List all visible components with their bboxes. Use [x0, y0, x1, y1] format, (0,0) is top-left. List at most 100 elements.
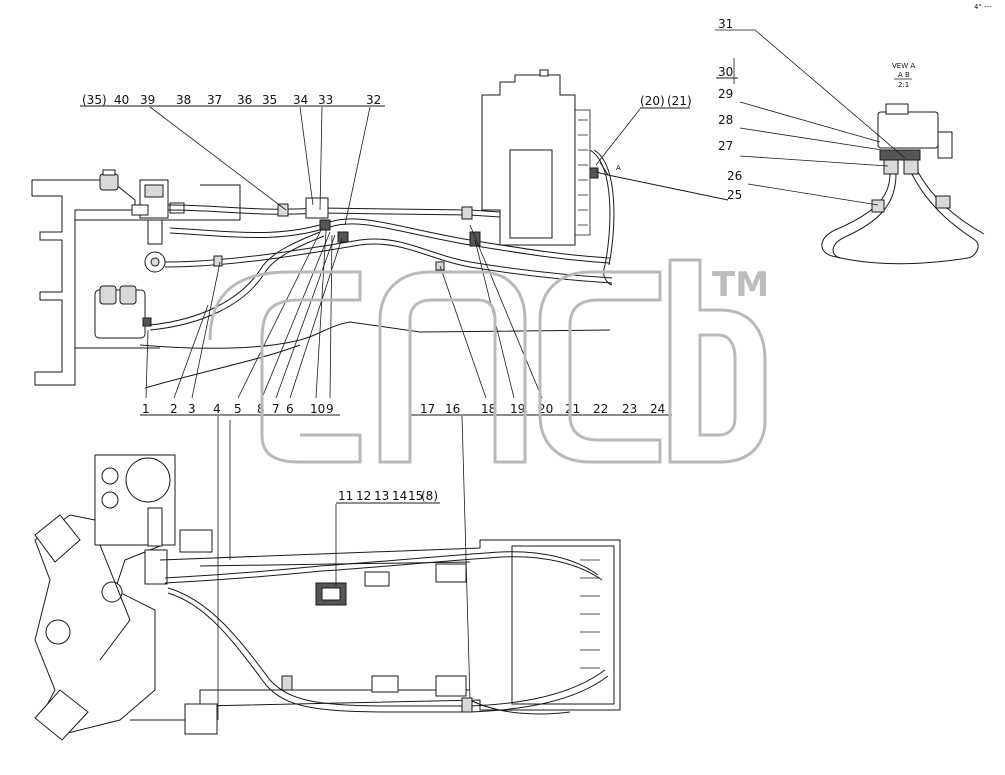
detail-hose-right-b — [917, 171, 985, 235]
detail-hose-left-b — [832, 173, 897, 259]
detail-hose-loop — [831, 255, 969, 265]
bottom-filter-inner — [321, 587, 341, 601]
upper-assembly-view: A (35) 40 39 38 37 36 35 34 33 32 (20) (… — [31, 69, 729, 720]
detail-valve-cap — [885, 103, 909, 115]
label-22: 22 — [593, 402, 608, 416]
label-21: 21 — [565, 402, 580, 416]
view-a-title: VEW A — [892, 62, 915, 70]
label-39: 39 — [140, 93, 155, 107]
label-28: 28 — [718, 113, 733, 127]
view-a-detail: VEW A A B 2:1 31 30 29 28 27 26 25 — [715, 17, 985, 265]
clamp-c — [469, 231, 481, 247]
label-15: 15 — [408, 489, 423, 503]
view-a-label: A — [616, 164, 621, 172]
label-2: 2 — [170, 402, 178, 416]
connector-a — [319, 219, 331, 231]
leader-26 — [747, 183, 879, 206]
bottom-arm-top — [34, 514, 81, 563]
leader-1 — [145, 329, 149, 399]
bottom-tank-port-a — [101, 467, 119, 485]
leader-5 — [237, 227, 323, 399]
connector-b — [337, 231, 349, 243]
leader-34 — [299, 106, 314, 206]
bottom-hose-c — [167, 587, 606, 707]
view-a-scale-top: A B — [898, 71, 910, 79]
label-21-paren: (21) — [667, 94, 692, 108]
view-a-arrow — [595, 161, 610, 176]
detail-valve-side — [937, 131, 953, 159]
watermark-letter-4 — [668, 258, 767, 464]
detail-hose-left-a — [821, 173, 891, 257]
label-10: 10 — [310, 402, 325, 416]
label-12: 12 — [356, 489, 371, 503]
detail-clamp-b — [935, 195, 951, 209]
clamp-d — [213, 255, 223, 267]
fitting-right — [169, 202, 185, 214]
leader-6 — [289, 237, 343, 399]
leader-28 — [739, 127, 883, 151]
bottom-mount-plate — [184, 703, 218, 735]
label-40: 40 — [114, 93, 129, 107]
pump-port-a — [99, 285, 117, 305]
bottom-assembly-view: 11 12 13 14 15 (8) — [34, 454, 621, 741]
cooler-hose-a — [589, 149, 613, 286]
corner-mark: 4" --- — [974, 3, 992, 11]
leader-33 — [319, 106, 323, 211]
hose-mid-a — [169, 218, 611, 259]
watermark-letter-2 — [378, 270, 527, 464]
cooler-side — [575, 109, 591, 236]
bottom-hose-b — [164, 556, 603, 584]
label-30: 30 — [718, 65, 733, 79]
label-20-paren: (20) — [640, 94, 665, 108]
bottom-frame-inner — [99, 544, 131, 661]
label-1: 1 — [142, 402, 150, 416]
label-6: 6 — [286, 402, 294, 416]
label-7: 7 — [272, 402, 280, 416]
reservoir-cap-top — [102, 169, 116, 176]
detail-fitting-b — [903, 159, 919, 175]
hose-mid-b — [169, 223, 611, 264]
bottom-tank-cap-ring — [125, 457, 171, 503]
hose-pump-a — [149, 231, 321, 326]
detail-hose-right-a — [911, 173, 979, 259]
bottom-hose-d — [167, 592, 609, 713]
watermark-letter-3 — [538, 270, 662, 464]
label-8-paren: (8) — [421, 489, 438, 503]
bottom-cooler — [511, 545, 615, 705]
label-4: 4 — [213, 402, 221, 416]
bottom-pad-a — [364, 571, 390, 587]
pump-clamp — [142, 317, 152, 327]
label-17: 17 — [420, 402, 435, 416]
leader-20 — [469, 224, 543, 399]
fitting-left — [131, 204, 149, 216]
watermark: TM — [208, 258, 769, 464]
bottom-hose-e — [469, 699, 571, 715]
bottom-pad-d — [435, 675, 467, 697]
view-a-line — [607, 174, 729, 201]
bottom-valve-body — [144, 549, 168, 585]
label-13: 13 — [374, 489, 389, 503]
bottom-hose-a — [164, 551, 599, 579]
bottom-fitting-b — [461, 697, 473, 713]
bottom-pad-c — [371, 675, 399, 693]
label-24: 24 — [650, 402, 665, 416]
bottom-tank-port-b — [101, 491, 119, 509]
valve-port — [150, 257, 160, 267]
cooler-outline — [481, 74, 576, 246]
fitting-c — [461, 206, 473, 220]
leader-8 — [261, 231, 331, 399]
leader-18 — [439, 265, 487, 399]
hose-low-a — [164, 238, 613, 279]
bottom-cooler-fins — [580, 559, 600, 669]
leader-39 — [149, 106, 287, 211]
label-25: 25 — [727, 188, 742, 202]
label-37: 37 — [207, 93, 222, 107]
cooler-hose-b — [593, 149, 615, 266]
label-11: 11 — [338, 489, 353, 503]
label-18: 18 — [481, 402, 496, 416]
leader-32 — [344, 106, 371, 226]
label-26: 26 — [727, 169, 742, 183]
label-34: 34 — [293, 93, 308, 107]
